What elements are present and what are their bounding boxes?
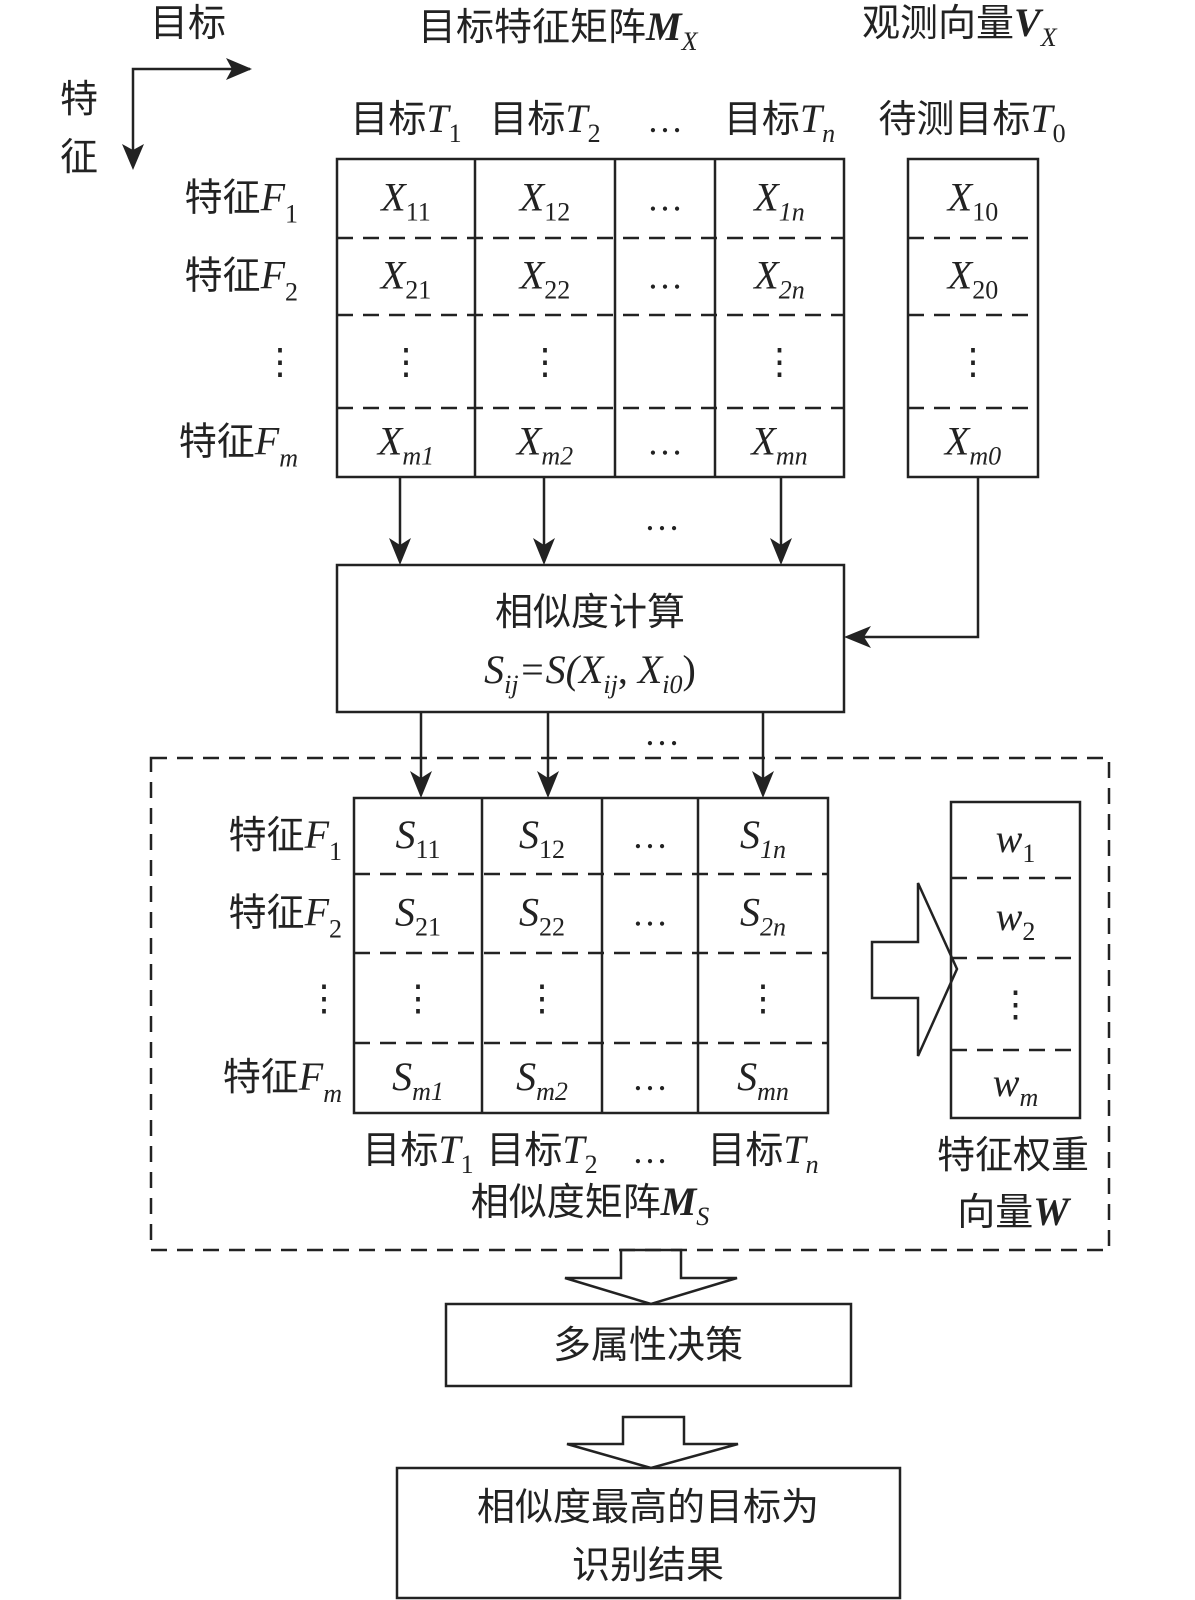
similarity-cell: … <box>632 894 668 934</box>
ellipsis: … <box>644 713 680 753</box>
result-box: 相似度最高的目标为 识别结果 <box>395 1466 902 1600</box>
row-label: 特征F1 <box>185 175 298 229</box>
axis-indicator: 目标 特 征 <box>60 1 252 179</box>
matrix-cell: Xmn <box>749 419 807 471</box>
similarity-cell: Sm2 <box>516 1054 568 1106</box>
hollow-arrow-down-icon <box>564 1248 738 1306</box>
row-label: ⋮ <box>306 978 342 1018</box>
arrow-down-icon <box>410 771 432 798</box>
vector-cell: X10 <box>946 175 998 227</box>
arrow-down-icon <box>770 538 792 565</box>
similarity-cell: Smn <box>737 1054 789 1106</box>
arrow-down-icon <box>537 771 559 798</box>
similarity-cell: S2n <box>740 890 786 942</box>
matrix-cell: Xm1 <box>376 419 434 471</box>
similarity-calc-box: 相似度计算 Sij=S(Xij, Xi0) <box>335 563 846 714</box>
observation-vector-title: 观测向量VX <box>862 0 1058 52</box>
arrow-down-icon <box>752 771 774 798</box>
matrix-cell: X11 <box>379 175 430 227</box>
feature-matrix-title: 目标特征矩阵MX <box>418 4 699 56</box>
weight-cell: w2 <box>996 894 1036 946</box>
column-label: … <box>632 1131 668 1171</box>
row-label: 特征F1 <box>229 812 342 866</box>
decision-box: 多属性决策 <box>444 1302 853 1388</box>
column-label: 目标T1 <box>350 96 461 148</box>
similarity-cell: S21 <box>395 890 441 942</box>
row-label: ⋮ <box>262 342 298 382</box>
hollow-arrow-right-icon <box>870 882 959 1057</box>
similarity-cell: S11 <box>395 812 440 864</box>
arrow-down-icon <box>533 538 555 565</box>
similarity-cell: S1n <box>740 812 786 864</box>
vector-cell: Xm0 <box>943 419 1001 471</box>
feature-to-calc-arrows: … <box>389 477 980 648</box>
weight-cell: w1 <box>996 816 1036 868</box>
weight-vector-title-line1: 特征权重 <box>937 1133 1089 1177</box>
similarity-cell: ⋮ <box>400 978 436 1018</box>
matrix-cell: … <box>647 423 683 463</box>
column-label: 目标T2 <box>486 1127 597 1179</box>
similarity-cell: Sm1 <box>392 1054 444 1106</box>
matrix-cell: … <box>647 257 683 297</box>
weight-vector-title-line2: 向量W <box>957 1189 1071 1234</box>
similarity-cell: ⋮ <box>745 978 781 1018</box>
weight-vector: w1 w2 ⋮ wm <box>949 800 1082 1120</box>
similarity-cell: S22 <box>519 890 565 942</box>
similarity-cell: … <box>632 816 668 856</box>
arrow-right-icon <box>226 58 252 80</box>
similarity-matrix-title: 相似度矩阵MS <box>471 1179 710 1231</box>
calc-to-similarity-arrows: … <box>410 712 774 798</box>
column-label: 目标Tn <box>724 96 835 148</box>
decision-title: 多属性决策 <box>553 1323 743 1367</box>
observation-column-label: 待测目标T0 <box>878 96 1065 148</box>
feature-axis-label-1: 特 <box>60 77 98 121</box>
arrow-down-icon <box>122 144 144 170</box>
row-label: 特征F2 <box>229 890 342 944</box>
weight-cell: ⋮ <box>998 984 1034 1024</box>
matrix-cell: … <box>647 179 683 219</box>
target-axis-label: 目标 <box>150 1 226 45</box>
matrix-cell: ⋮ <box>527 342 563 382</box>
hollow-arrow-down-icon <box>566 1415 739 1470</box>
similarity-calc-title: 相似度计算 <box>495 590 685 634</box>
similarity-cell: … <box>632 1058 668 1098</box>
similarity-formula: Sij=S(Xij, Xi0) <box>484 647 696 699</box>
matrix-cell: X22 <box>518 253 570 305</box>
result-line1: 相似度最高的目标为 <box>477 1485 819 1529</box>
row-label: 特征F2 <box>185 253 298 307</box>
row-label: 特征Fm <box>179 419 298 473</box>
column-label: 目标Tn <box>707 1127 818 1179</box>
arrow-down-icon <box>389 538 411 565</box>
similarity-cell: S12 <box>519 812 565 864</box>
matrix-cell: X1n <box>752 175 804 227</box>
matrix-cell: Xm2 <box>515 419 573 471</box>
column-label: 目标T2 <box>489 96 600 148</box>
arrow-left-icon <box>844 626 871 648</box>
weight-cell: wm <box>993 1060 1038 1112</box>
feature-axis-label-2: 征 <box>60 135 98 179</box>
similarity-cell: ⋮ <box>524 978 560 1018</box>
column-label: … <box>647 100 683 140</box>
vector-cell: X20 <box>946 253 998 305</box>
matrix-cell: ⋮ <box>388 342 424 382</box>
matrix-cell: X2n <box>752 253 804 305</box>
vector-cell: ⋮ <box>955 342 991 382</box>
matrix-cell: X12 <box>518 175 570 227</box>
result-line2: 识别结果 <box>572 1543 724 1587</box>
matrix-cell: ⋮ <box>762 342 798 382</box>
row-label: 特征Fm <box>223 1054 342 1108</box>
matrix-cell: X21 <box>379 253 431 305</box>
ellipsis: … <box>644 498 680 538</box>
column-label: 目标T1 <box>362 1127 473 1179</box>
